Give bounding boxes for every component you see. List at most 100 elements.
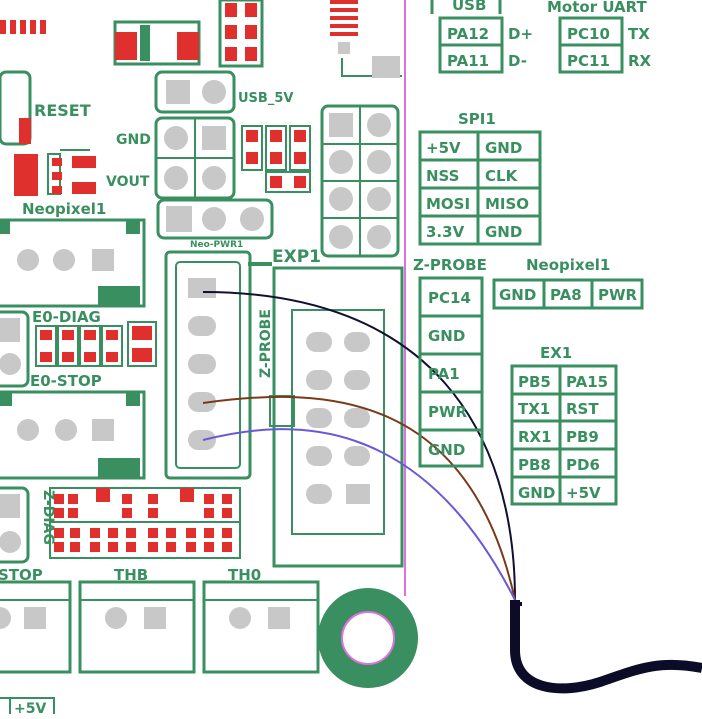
smd-pad: [62, 330, 74, 340]
neo-pwr1-label: Neo-PWR1: [190, 240, 243, 250]
e0-stop-connector: [0, 390, 146, 480]
smd-pad: [225, 47, 237, 61]
th0-connector: [202, 580, 320, 674]
neopixel1-pin: GND: [499, 286, 536, 304]
spi1-cell: MISO: [485, 195, 529, 213]
zprobe-pin: GND: [428, 327, 465, 345]
smd-pad: [225, 3, 237, 17]
smd-pad: [54, 508, 64, 518]
jumper-pin: [0, 494, 20, 518]
smd-pad: [30, 20, 36, 34]
reg-pad: [52, 186, 62, 194]
smd-pad: [148, 542, 158, 552]
connector-pin-square: [92, 249, 114, 271]
smd-pad: [294, 130, 306, 142]
connector-pin-round: [105, 607, 127, 629]
smd-pad: [62, 352, 74, 362]
connector-tab: [126, 392, 140, 406]
reset-label: RESET: [34, 101, 91, 120]
ex1-cell: PA15: [566, 373, 608, 391]
motor-uart-fn-1: TX: [628, 25, 650, 43]
usb5v-label: USB_5V: [238, 91, 293, 106]
smd-pad: [204, 494, 214, 504]
z-probe-connector-inner: [175, 261, 241, 469]
connector-pin-round: [55, 419, 77, 441]
smd-pad: [84, 330, 96, 340]
header-pin-round: [367, 187, 391, 211]
header-pin-round: [329, 225, 353, 249]
smd-pad: [148, 528, 158, 538]
smd-pad: [70, 528, 80, 538]
thb-connector: [78, 580, 196, 674]
smd-pad: [108, 528, 118, 538]
smd-pad: [294, 152, 306, 164]
header-pin-round: [164, 126, 188, 150]
exp1-pin: [306, 408, 332, 428]
usb-title: USB: [452, 0, 486, 14]
ex1-cell: RST: [566, 400, 599, 418]
pad: [338, 42, 350, 54]
reg-pad: [14, 154, 38, 196]
ex1-cell: RX1: [518, 428, 552, 446]
smd-pad: [68, 508, 78, 518]
header-pin-round: [329, 187, 353, 211]
thb-label: THB: [114, 566, 148, 584]
exp1-pin: [344, 370, 370, 390]
zprobe-pin: GND: [428, 441, 465, 459]
neopixel1-pin: PA8: [550, 286, 582, 304]
smd-pad: [245, 3, 257, 17]
spi1-cell: 3.3V: [426, 223, 465, 241]
neopixel1-connector: [0, 218, 146, 308]
smd-pad: [270, 152, 282, 164]
smd-pad: [186, 528, 196, 538]
connector-pin-round: [188, 430, 216, 450]
header-pin-round: [164, 166, 188, 190]
exp1-pin-square: [346, 484, 370, 504]
smd-pad: [70, 542, 80, 552]
smd-pad: [126, 542, 136, 552]
pad: [372, 56, 400, 78]
smd-pad: [90, 528, 100, 538]
diode-band: [140, 25, 150, 61]
led-pad: [330, 32, 358, 36]
motor-uart-pin-1: PC10: [567, 25, 610, 43]
connector-pin-round: [188, 316, 216, 336]
ex1-cell: +5V: [566, 484, 601, 502]
reg-pad: [72, 156, 96, 168]
header-pin-round: [329, 150, 353, 174]
ex1-cell: GND: [518, 484, 555, 502]
th0-label: TH0: [228, 566, 261, 584]
smd-pad: [180, 488, 194, 502]
wire-pwr-violet: [202, 428, 516, 601]
reg-pad: [72, 182, 96, 194]
connector-tab: [0, 220, 10, 234]
smd-pad: [204, 542, 214, 552]
smd-pad: [126, 528, 136, 538]
smd-pad: [90, 542, 100, 552]
exp1-pins: [306, 332, 370, 504]
usb-fn-1: D+: [508, 25, 533, 43]
smd-pad: [96, 488, 110, 502]
header-pin-square: [329, 113, 353, 137]
connector-pin-square: [144, 607, 166, 629]
led-pad: [330, 8, 358, 12]
connector-tab: [126, 220, 140, 234]
smd-outline: [57, 325, 79, 367]
vout-label: VOUT: [106, 174, 150, 190]
diode-pad-left: [115, 32, 137, 60]
smd-pad: [270, 176, 282, 188]
smd-pad: [10, 20, 16, 34]
header-pin-round: [367, 150, 391, 174]
neo-pwr1-header: [156, 198, 274, 240]
smd-pad: [270, 130, 282, 142]
neopixel1-legend-title: Neopixel1: [526, 256, 610, 274]
smd-pad: [40, 330, 52, 340]
neopixel1-pin-box: [492, 278, 644, 310]
connector-pin-square: [188, 278, 216, 298]
smd-pad: [294, 176, 306, 188]
ex1-cell: TX1: [518, 400, 550, 418]
stop-label: STOP: [0, 566, 43, 584]
stop-connector: [0, 580, 72, 674]
spi1-cell: NSS: [426, 167, 460, 185]
exp1-pin: [344, 332, 370, 352]
